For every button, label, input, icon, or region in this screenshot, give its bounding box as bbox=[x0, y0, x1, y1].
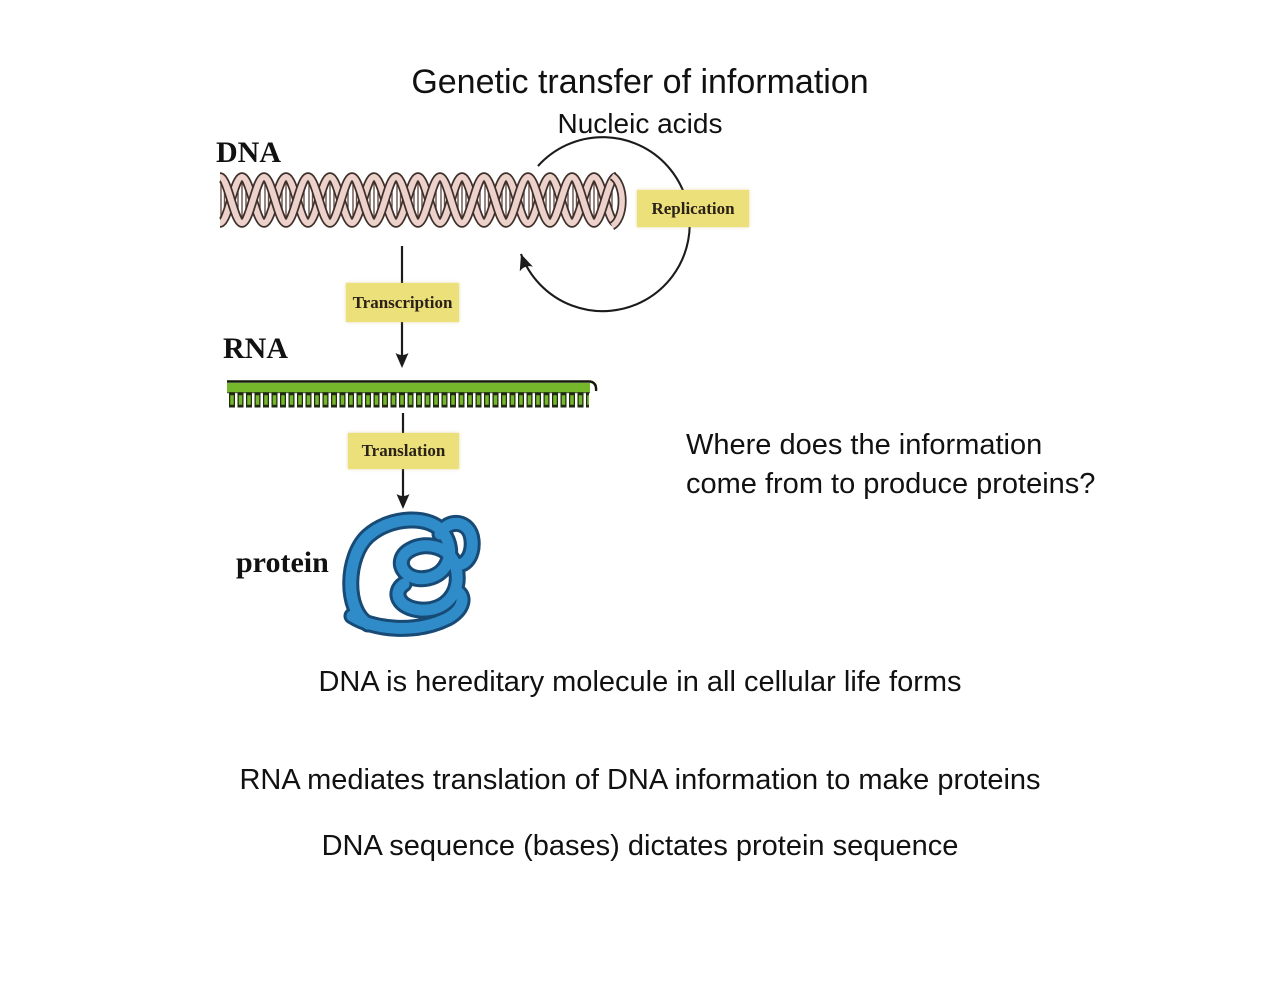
dna-label: DNA bbox=[216, 136, 281, 169]
translation-box: Translation bbox=[348, 433, 459, 469]
rna-bar bbox=[227, 383, 590, 393]
protein-tube bbox=[345, 514, 478, 634]
statement-rna-mediates: RNA mediates translation of DNA informat… bbox=[239, 764, 1041, 796]
statement-dna-hereditary: DNA is hereditary molecule in all cellul… bbox=[318, 666, 962, 698]
rna-label: RNA bbox=[223, 332, 288, 365]
protein-label: protein bbox=[236, 546, 329, 579]
statement-dna-sequence: DNA sequence (bases) dictates protein se… bbox=[321, 830, 959, 862]
replication-box: Replication bbox=[637, 190, 749, 227]
replication-cycle-arrow-icon bbox=[519, 136, 691, 313]
transcription-box: Transcription bbox=[346, 283, 459, 322]
protein-illustration bbox=[342, 511, 481, 637]
slide-subtitle: Nucleic acids bbox=[557, 108, 723, 139]
rna-strand-illustration bbox=[227, 380, 598, 408]
central-dogma-diagram bbox=[0, 136, 691, 637]
slide-title: Genetic transfer of information bbox=[411, 63, 869, 101]
question-text: Where does the information come from to … bbox=[686, 429, 1096, 500]
dna-helix-illustration bbox=[218, 169, 627, 232]
